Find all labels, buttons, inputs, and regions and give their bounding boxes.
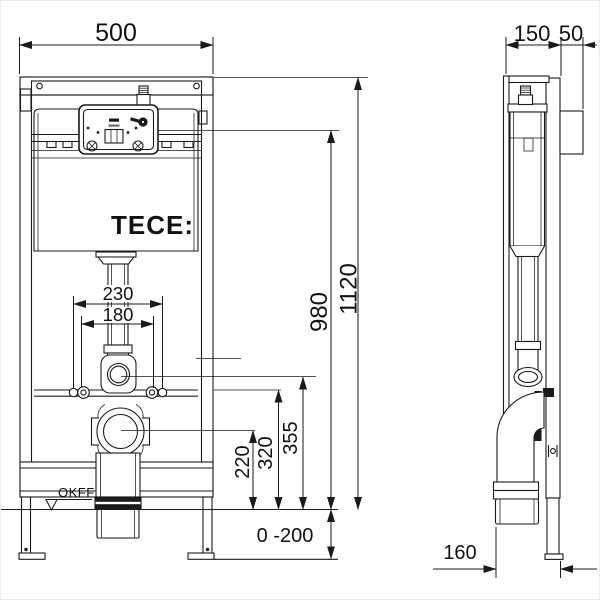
dim-main-heights: 980 1120: [158, 77, 368, 510]
wc-connection-side: [513, 366, 543, 388]
dim-fixing-inner-label: 180: [103, 304, 134, 325]
top-wall-bracket: [503, 75, 550, 84]
flush-elbow-front: [100, 354, 137, 394]
fixing-hole-180-right: [145, 386, 159, 399]
drain-pipe-front: [94, 452, 142, 539]
dim-fixing-widths: 230 180: [73, 283, 163, 388]
wall-plate: [545, 77, 561, 499]
dim-outlet-heights: 220 320 355: [121, 376, 316, 510]
dim-supply-height-label: 980: [306, 292, 333, 332]
rail-bracket-right: [198, 110, 208, 125]
leg-side: [546, 497, 560, 555]
fixing-hole-230-left: [68, 387, 79, 398]
box-screw-right: [132, 140, 144, 152]
dim-fixing-outer-label: 230: [103, 283, 134, 304]
dim-frame-width: 500: [19, 19, 214, 74]
frame-screw-hole-right: [193, 82, 200, 90]
dim-outlet-depth: 160: [433, 527, 597, 578]
dim-depth: 150 50: [505, 21, 597, 109]
leg-right: [202, 496, 213, 555]
floor-marker-label: OKFF: [58, 485, 95, 500]
dim-frame-width-label: 500: [95, 19, 137, 47]
dim-flush-bend-height-label: 355: [280, 421, 302, 454]
dim-total-height-label: 1120: [336, 263, 363, 315]
level-triangle-icon: [45, 498, 58, 512]
drain-outlet-front: [90, 404, 151, 459]
dim-leg-adjust: 0 -200: [257, 509, 335, 560]
flush-plate-box: [559, 110, 584, 155]
brand-logo: TECE:: [111, 210, 194, 240]
foot-side: [544, 553, 564, 560]
cistern-side: [507, 85, 548, 258]
box-screw-left: [86, 140, 98, 152]
flush-mechanism-slot: [104, 128, 124, 144]
foot-right: [187, 552, 215, 560]
frame-screw-hole-left: [36, 82, 43, 90]
dim-plate-depth-label: 50: [559, 21, 583, 46]
dimensions: 500 150 50 230 180: [19, 19, 597, 578]
cistern-front: [33, 108, 199, 252]
dim-outlet-height-label: 220: [232, 445, 254, 478]
fixing-hole-230-right: [157, 387, 168, 398]
dim-frame-depth-label: 150: [514, 21, 551, 46]
leg-left: [20, 496, 32, 555]
drain-elbow-side: [492, 391, 545, 525]
inspection-box: [78, 85, 159, 155]
rail-bracket-left: [19, 88, 32, 112]
front-view: TECE:: [1, 76, 338, 560]
side-view: [492, 75, 584, 560]
wall-plate-clamp: [547, 445, 558, 457]
dim-outlet-depth-label: 160: [443, 542, 476, 564]
dim-leg-adjust-label: 0 -200: [257, 525, 314, 547]
foot-left: [18, 552, 46, 560]
micro-label: [109, 118, 119, 122]
fixing-hole-180-left: [77, 386, 90, 399]
dim-fixing-height-label: 320: [255, 436, 277, 469]
water-pipe-body: [136, 93, 151, 107]
